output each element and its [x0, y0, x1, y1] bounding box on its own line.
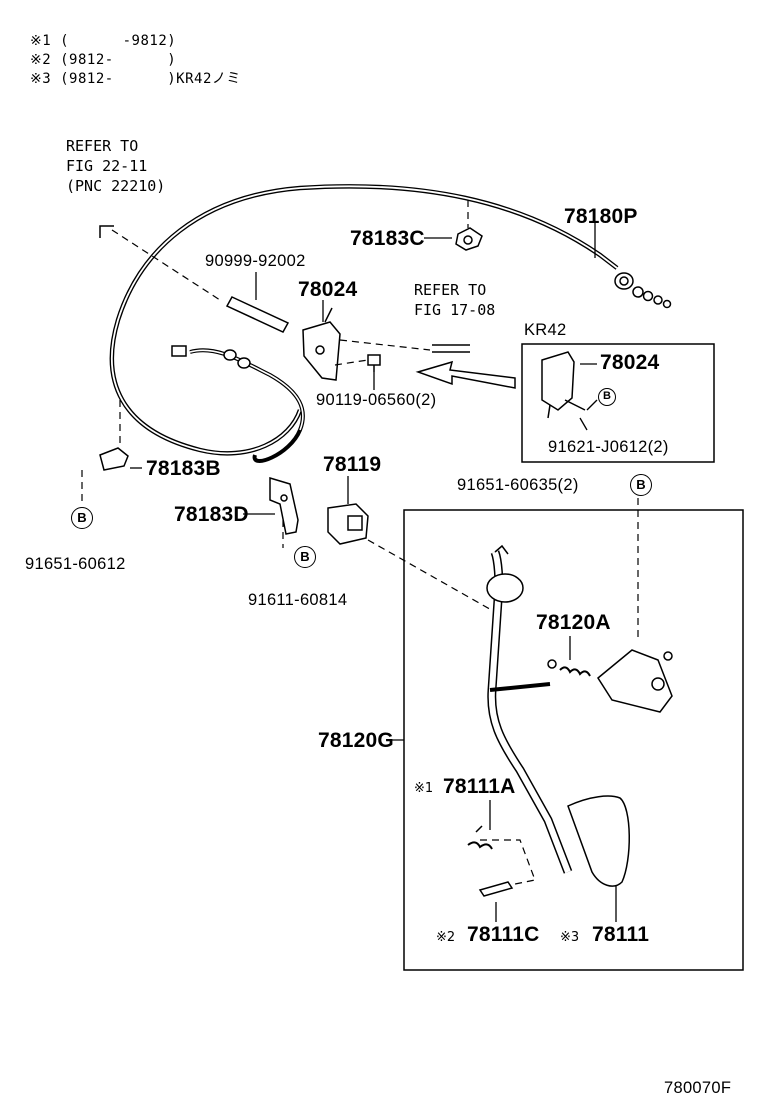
- hose-shape: [225, 296, 290, 333]
- part-90999-92002[interactable]: 90999-92002: [205, 252, 306, 270]
- kr42-label: KR42: [524, 321, 567, 339]
- kr42-b-mark: B: [598, 388, 616, 406]
- part-78024[interactable]: 78024: [298, 278, 358, 301]
- note-2: ※2 (9812- ): [30, 53, 176, 67]
- part-91611-60814[interactable]: 91611-60814: [248, 591, 348, 609]
- mark-3: ※3: [560, 930, 580, 945]
- part-78120a[interactable]: 78120A: [536, 611, 611, 634]
- spring-78120a-shape: [547, 659, 591, 677]
- refer-fig-22-11: REFER TO FIG 22-11 (PNC 22210): [66, 137, 166, 195]
- direction-arrow: [415, 360, 516, 389]
- part-90119-06560[interactable]: 90119-06560(2): [316, 391, 437, 409]
- b-mark-left: B: [71, 507, 93, 529]
- part-91651-60635[interactable]: 91651-60635(2): [457, 476, 579, 494]
- kr42-bolt-91621[interactable]: 91621-J0612(2): [548, 438, 669, 456]
- part-78183c[interactable]: 78183C: [350, 227, 425, 250]
- bracket-78183d-shape: [269, 476, 299, 535]
- pedal-pad-shape: [567, 795, 630, 887]
- note-mark: ※2: [30, 52, 52, 68]
- part-78183b[interactable]: 78183B: [146, 457, 221, 480]
- clamp-78183c-shape: [455, 227, 483, 251]
- note-text: ( -9812): [60, 33, 177, 49]
- note-mark: ※3: [30, 71, 52, 87]
- leader-lines: [130, 223, 617, 922]
- kr42-inset-box: [521, 343, 715, 463]
- part-78111[interactable]: 78111: [592, 923, 650, 946]
- part-78183d[interactable]: 78183D: [174, 503, 249, 526]
- pedal-arm-shape: [486, 544, 573, 874]
- kr42-part-78024[interactable]: 78024: [600, 351, 660, 374]
- cable-end-fitting: [614, 272, 672, 309]
- mark-1: ※1: [414, 781, 434, 796]
- leader-dashes: [81, 200, 639, 886]
- stop-78119-shape: [327, 503, 369, 545]
- pin-78111c-shape: [478, 881, 514, 897]
- b-mark-right: B: [630, 474, 652, 496]
- stop-bracket-shape: [597, 649, 673, 713]
- part-78111c[interactable]: 78111C: [467, 923, 540, 946]
- part-78120g[interactable]: 78120G: [318, 729, 394, 752]
- kr42-bracket-shape: [541, 351, 586, 419]
- note-text: (9812- )KR42ノミ: [60, 71, 241, 87]
- part-78180p[interactable]: 78180P: [564, 205, 638, 228]
- spring-78111a-shape: [467, 825, 493, 850]
- part-91651-60612[interactable]: 91651-60612: [25, 555, 126, 573]
- mark-2: ※2: [436, 930, 456, 945]
- note-3: ※3 (9812- )KR42ノミ: [30, 72, 241, 86]
- part-78111a[interactable]: 78111A: [443, 775, 516, 798]
- note-1: ※1 ( -9812): [30, 34, 176, 48]
- pedal-assembly-box: [403, 509, 744, 971]
- note-mark: ※1: [30, 33, 52, 49]
- part-78119[interactable]: 78119: [323, 453, 382, 476]
- b-mark-center: B: [294, 546, 316, 568]
- refer-fig-17-08: REFER TO FIG 17-08: [414, 281, 496, 319]
- bolt-90119-shape: [367, 354, 381, 372]
- clip-78183b-shape: [99, 447, 129, 471]
- note-text: (9812- ): [60, 52, 177, 68]
- bracket-78024-shape: [302, 307, 341, 381]
- figure-id: 780070F: [664, 1079, 732, 1097]
